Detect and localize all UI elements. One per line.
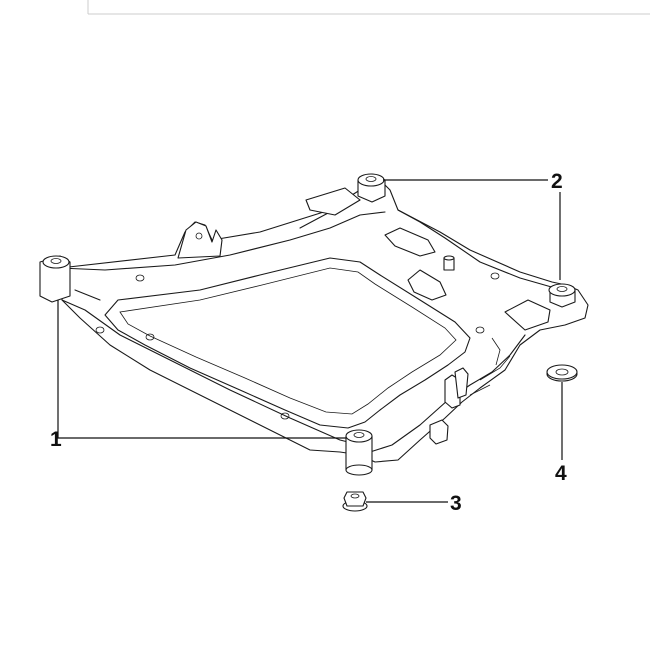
callout-1: 1	[50, 428, 62, 451]
leader-lines	[57, 179, 563, 503]
callout-3: 3	[450, 492, 462, 515]
washer-part	[546, 364, 578, 382]
leader-line-1a	[57, 300, 70, 439]
subframe-crossmember	[39, 173, 589, 476]
callout-4: 4	[555, 462, 567, 485]
callout-2: 2	[551, 170, 563, 193]
flange-nut-part	[342, 491, 368, 512]
